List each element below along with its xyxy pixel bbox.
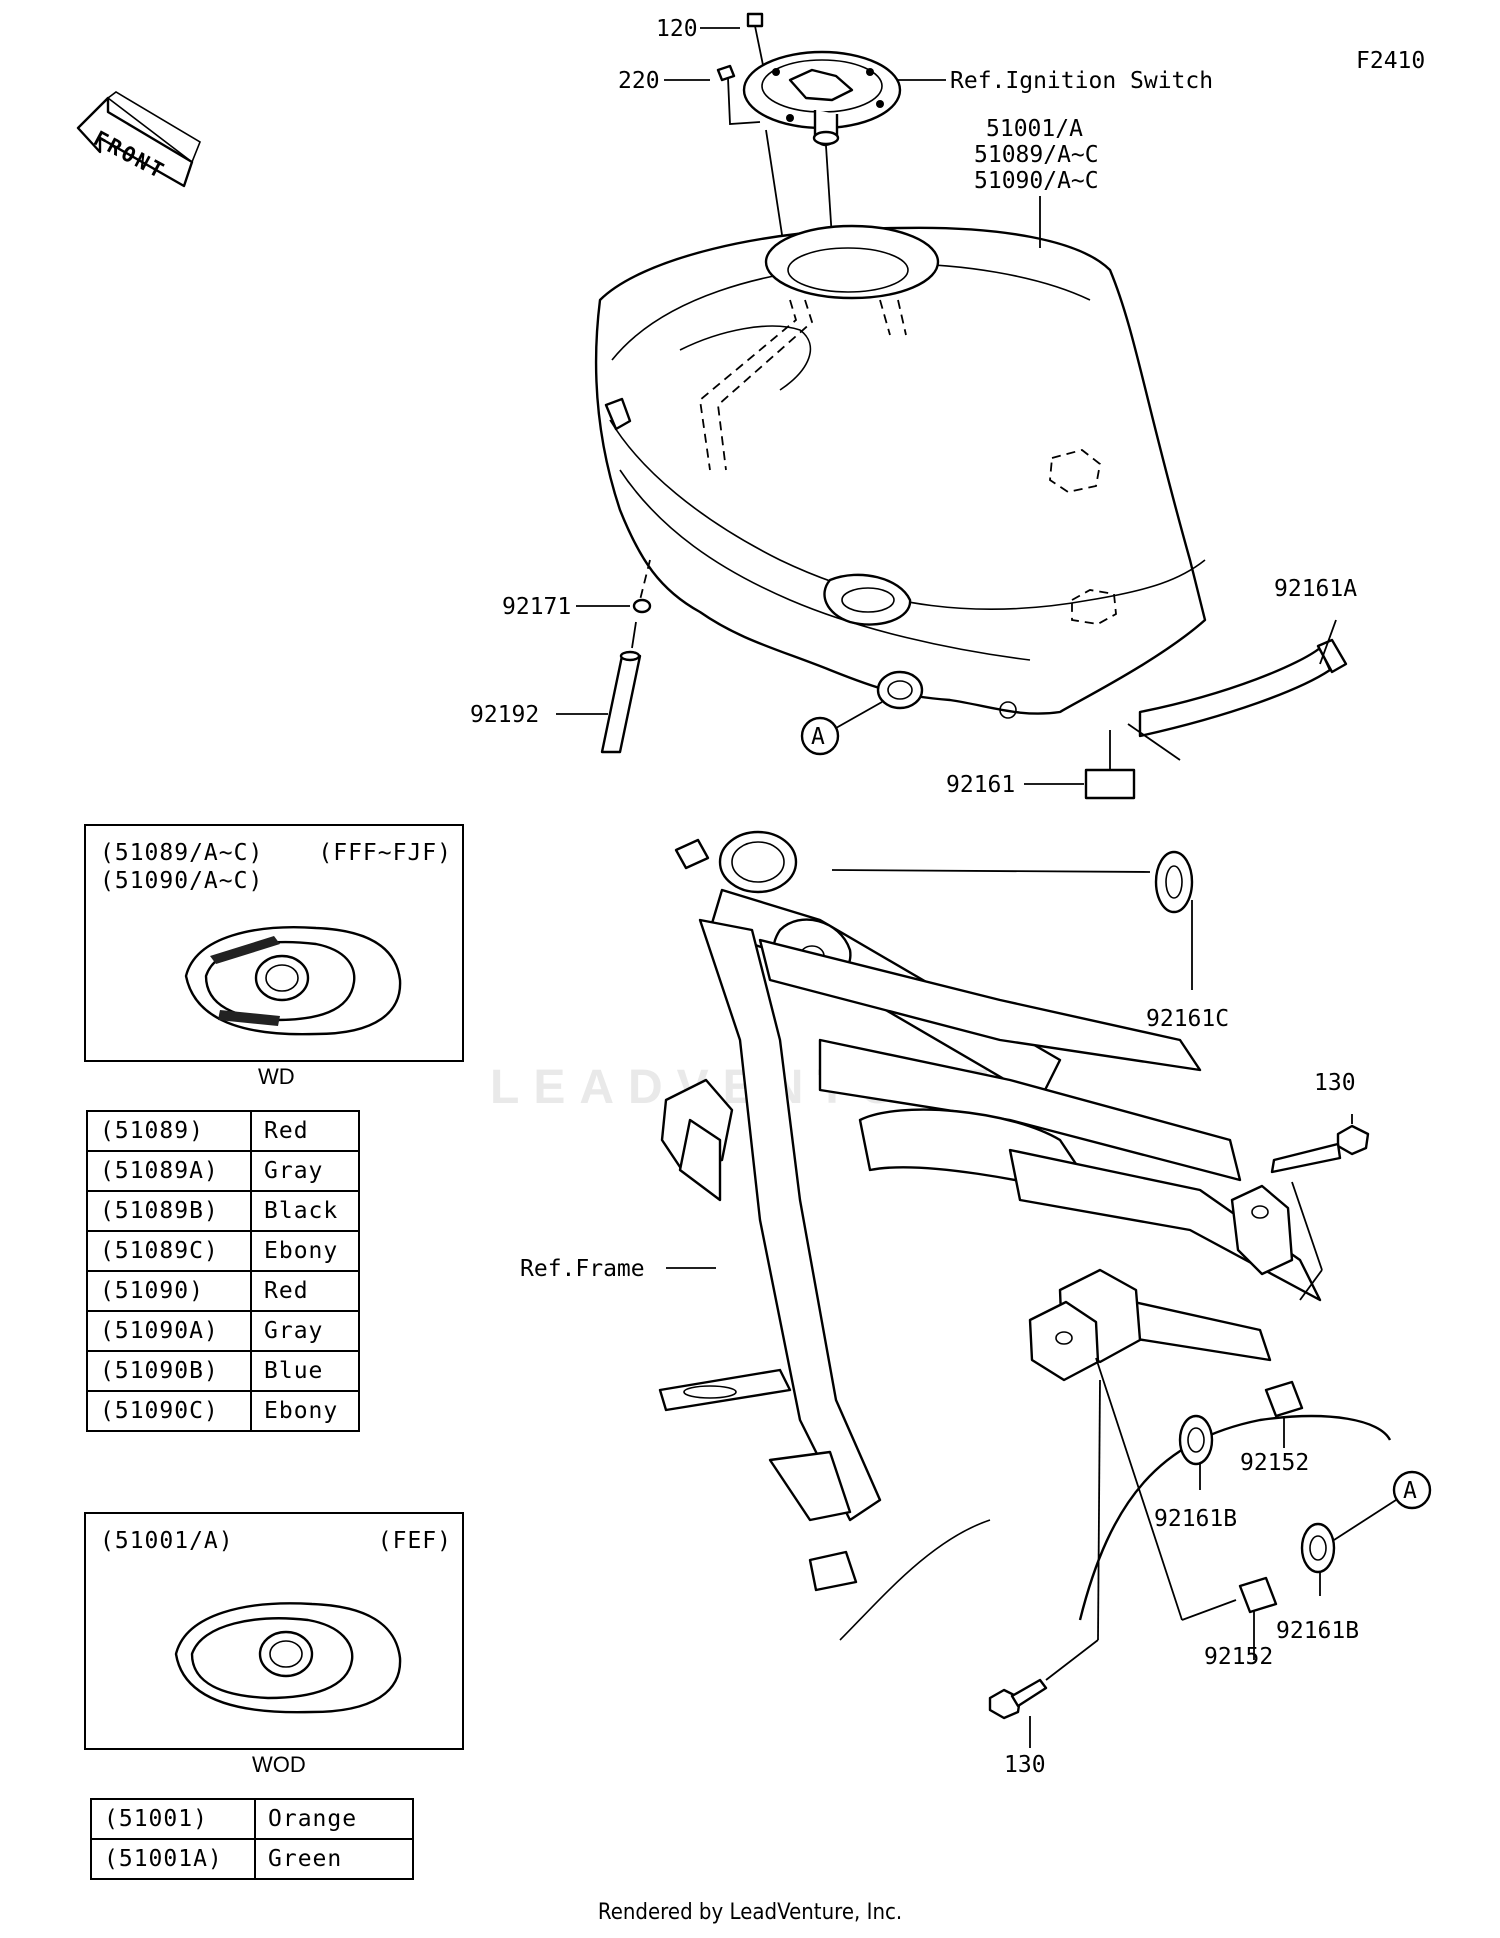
bushing-set-lower xyxy=(1095,1357,1397,1660)
callout-92161A: 92161A xyxy=(1274,576,1357,602)
wd-code-cell: (51089A) xyxy=(86,1150,252,1192)
rubber-block-92161 xyxy=(1024,730,1136,800)
bolt-130-bottom xyxy=(988,1379,1101,1720)
table-row: (51090A)Gray xyxy=(86,1310,360,1352)
table-row: (51089B)Black xyxy=(86,1190,360,1232)
wd-code-cell: (51089B) xyxy=(86,1190,252,1232)
table-row: (51090C)Ebony xyxy=(86,1390,360,1432)
callout-92161: 92161 xyxy=(946,772,1015,798)
front-arrow-icon: FRONT xyxy=(76,91,201,188)
wd-code-cell: (51090C) xyxy=(86,1390,252,1432)
frame xyxy=(658,830,1392,1641)
svg-text:A: A xyxy=(811,724,825,750)
tank-pad-92161A xyxy=(1127,619,1348,761)
wod-color-cell: Orange xyxy=(254,1798,414,1840)
callout-92192: 92192 xyxy=(470,702,539,728)
table-row: (51090B)Blue xyxy=(86,1350,360,1392)
callout-120-top: 120 xyxy=(656,16,698,42)
reference-a-right: A xyxy=(1392,1470,1432,1510)
table-row: (51089A)Gray xyxy=(86,1150,360,1192)
callout-92161C: 92161C xyxy=(1146,1006,1229,1032)
callout-220: 220 xyxy=(618,68,660,94)
inset-wod: (51001/A) (FEF) xyxy=(84,1512,464,1750)
inset-wod-code: (51001/A) xyxy=(100,1528,234,1554)
inset-wd: (51089/A~C) (51090/A~C) (FFF~FJF) xyxy=(84,824,464,1062)
wd-code-cell: (51089) xyxy=(86,1110,252,1152)
fuel-tank xyxy=(594,224,1207,719)
wd-color-cell: Ebony xyxy=(250,1230,360,1272)
callout-ref-frame: Ref.Frame xyxy=(520,1256,645,1282)
bolt-130-top xyxy=(1270,1114,1370,1301)
svg-text:A: A xyxy=(1403,1478,1417,1504)
wod-code-cell: (51001) xyxy=(90,1798,256,1840)
table-row: (51089)Red xyxy=(86,1110,360,1152)
color-table-wd: (51089)Red(51089A)Gray(51089B)Black(5108… xyxy=(86,1110,360,1432)
inset-wd-code-1: (51089/A~C) xyxy=(100,840,264,866)
callout-tank-51001: 51001/A xyxy=(986,116,1083,142)
wd-code-cell: (51090) xyxy=(86,1270,252,1312)
wd-code-cell: (51089C) xyxy=(86,1230,252,1272)
wd-color-cell: Black xyxy=(250,1190,360,1232)
wd-color-cell: Ebony xyxy=(250,1390,360,1432)
table-row: (51090)Red xyxy=(86,1270,360,1312)
inset-wd-caption: WD xyxy=(258,1064,295,1089)
wd-color-cell: Red xyxy=(250,1270,360,1312)
reference-a-tank: A xyxy=(800,701,883,756)
table-row: (51001A)Green xyxy=(90,1838,414,1880)
inset-wd-model: (FFF~FJF) xyxy=(318,840,452,866)
callout-92171: 92171 xyxy=(502,594,571,620)
grommet-92161C xyxy=(831,850,1194,990)
figure-code: F2410 xyxy=(1356,48,1425,74)
bushing-set-upper xyxy=(1178,1380,1304,1490)
callout-92161B-lower: 92161B xyxy=(1276,1618,1359,1644)
drain-hose xyxy=(556,559,652,754)
footer-credit: Rendered by LeadVenture, Inc. xyxy=(597,1900,903,1925)
inset-wod-model: (FEF) xyxy=(377,1528,452,1554)
callout-92152-upper: 92152 xyxy=(1240,1450,1309,1476)
inset-wod-caption: WOD xyxy=(252,1752,306,1777)
callout-tank-51090: 51090/A~C xyxy=(974,168,1099,194)
tank-illustration-wd xyxy=(184,926,402,1036)
wd-color-cell: Gray xyxy=(250,1310,360,1352)
wd-color-cell: Gray xyxy=(250,1150,360,1192)
fuel-cap xyxy=(716,12,902,301)
wod-code-cell: (51001A) xyxy=(90,1838,256,1880)
wd-code-cell: (51090B) xyxy=(86,1350,252,1392)
callout-130-top: 130 xyxy=(1314,1070,1356,1096)
callout-ref-ignition-switch: Ref.Ignition Switch xyxy=(950,68,1213,94)
callout-92152-lower: 92152 xyxy=(1204,1644,1273,1670)
callout-tank-51089: 51089/A~C xyxy=(974,142,1099,168)
table-row: (51001)Orange xyxy=(90,1798,414,1840)
wod-color-cell: Green xyxy=(254,1838,414,1880)
inset-wd-code-2: (51090/A~C) xyxy=(100,868,264,894)
tank-illustration-wod xyxy=(174,1602,402,1714)
wd-color-cell: Red xyxy=(250,1110,360,1152)
callout-92161B-upper: 92161B xyxy=(1154,1506,1237,1532)
wd-code-cell: (51090A) xyxy=(86,1310,252,1352)
callout-130-bottom: 130 xyxy=(1004,1752,1046,1778)
wd-color-cell: Blue xyxy=(250,1350,360,1392)
color-table-wod: (51001)Orange(51001A)Green xyxy=(90,1798,414,1880)
table-row: (51089C)Ebony xyxy=(86,1230,360,1272)
